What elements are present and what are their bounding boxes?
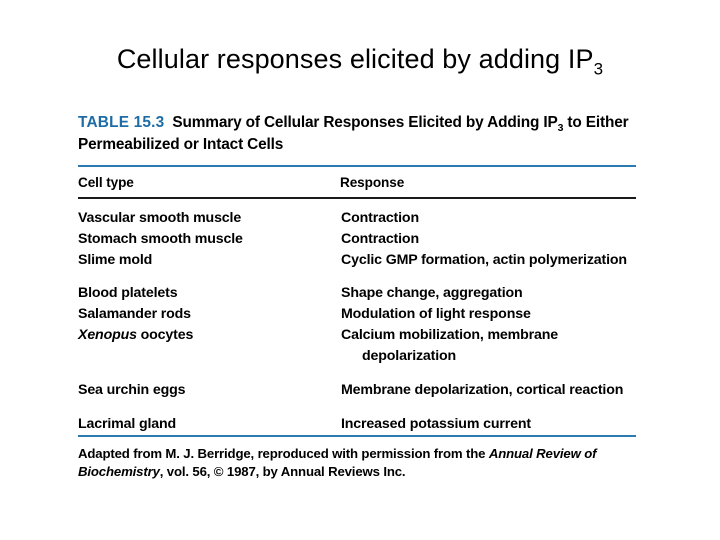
column-header-response: Response — [340, 174, 405, 190]
table-row-group: Sea urchin eggs Membrane depolarization,… — [78, 380, 636, 401]
table-row-group: Lacrimal gland Increased potassium curre… — [78, 414, 636, 435]
response-value: Modulation of light response — [341, 306, 531, 323]
table-body: Vascular smooth muscle Contraction Stoma… — [78, 199, 636, 435]
table-row-group: Blood platelets Shape change, aggregatio… — [78, 283, 636, 367]
cell-type-value: Xenopus oocytes — [78, 325, 340, 346]
slide-title-text: Cellular responses elicited by adding IP — [116, 44, 594, 74]
response-value: Calcium mobilization, membrane depolariz… — [341, 327, 559, 364]
response-value: Contraction — [341, 209, 419, 226]
table-caption: TABLE 15.3 Summary of Cellular Responses … — [78, 112, 636, 156]
table-bottom-rule — [78, 434, 636, 437]
table-number-label: TABLE 15.3 — [78, 114, 165, 131]
slide-title-subscript: 3 — [593, 59, 604, 79]
genus-name: Xenopus — [78, 327, 137, 344]
note-journal-title: Annual Review of Biochemistry — [78, 445, 597, 480]
table-header-row: Cell type Response — [78, 167, 636, 197]
cell-type-value: Stomach smooth muscle — [78, 230, 243, 247]
table-figure: TABLE 15.3 Summary of Cellular Responses … — [78, 112, 636, 482]
cell-type-value: Blood platelets — [78, 285, 178, 302]
cell-type-value: Salamander rods — [78, 306, 191, 323]
table-header-rule — [78, 196, 636, 199]
cell-type-rest: oocytes — [136, 327, 194, 344]
note-part1: Adapted from M. J. Berridge, reproduced … — [78, 445, 489, 461]
slide-title: Cellular responses elicited by adding IP… — [0, 44, 720, 79]
table-caption-part2: to Either Permeabilized or Intact Cells — [78, 114, 629, 153]
table-caption-part1: Summary of Cellular Responses Elicited b… — [172, 114, 558, 131]
table-source-note: Adapted from M. J. Berridge, reproduced … — [78, 445, 636, 482]
table-row: Xenopus oocytes Calcium mobilization, me… — [78, 325, 636, 367]
table-row-group: Vascular smooth muscle Contraction Stoma… — [78, 208, 636, 271]
table-row: Slime mold Cyclic GMP formation, actin p… — [78, 250, 636, 271]
column-header-cell-type: Cell type — [78, 174, 134, 190]
table-top-rule — [78, 164, 636, 167]
response-value: Cyclic GMP formation, actin polymerizati… — [341, 251, 627, 268]
cell-type-value: Slime mold — [78, 251, 153, 268]
table-caption-subscript: 3 — [557, 122, 564, 135]
table-row: Blood platelets Shape change, aggregatio… — [78, 283, 636, 304]
table-row: Lacrimal gland Increased potassium curre… — [78, 414, 636, 435]
cell-type-value: Vascular smooth muscle — [78, 209, 242, 226]
cell-type-value: Sea urchin eggs — [78, 381, 186, 398]
table-footnote-area: Adapted from M. J. Berridge, reproduced … — [78, 437, 636, 482]
table-row: Sea urchin eggs Membrane depolarization,… — [78, 380, 636, 401]
table-row: Salamander rods Modulation of light resp… — [78, 304, 636, 325]
table-row: Vascular smooth muscle Contraction — [78, 208, 636, 229]
cell-type-value: Lacrimal gland — [78, 415, 177, 432]
response-value: Increased potassium current — [341, 415, 531, 432]
note-part2: , vol. 56, © 1987, by Annual Reviews Inc… — [159, 464, 406, 480]
response-value: Membrane depolarization, cortical reacti… — [341, 381, 624, 398]
table-row: Stomach smooth muscle Contraction — [78, 229, 636, 250]
response-value: Contraction — [341, 230, 419, 247]
response-value: Shape change, aggregation — [341, 285, 523, 302]
